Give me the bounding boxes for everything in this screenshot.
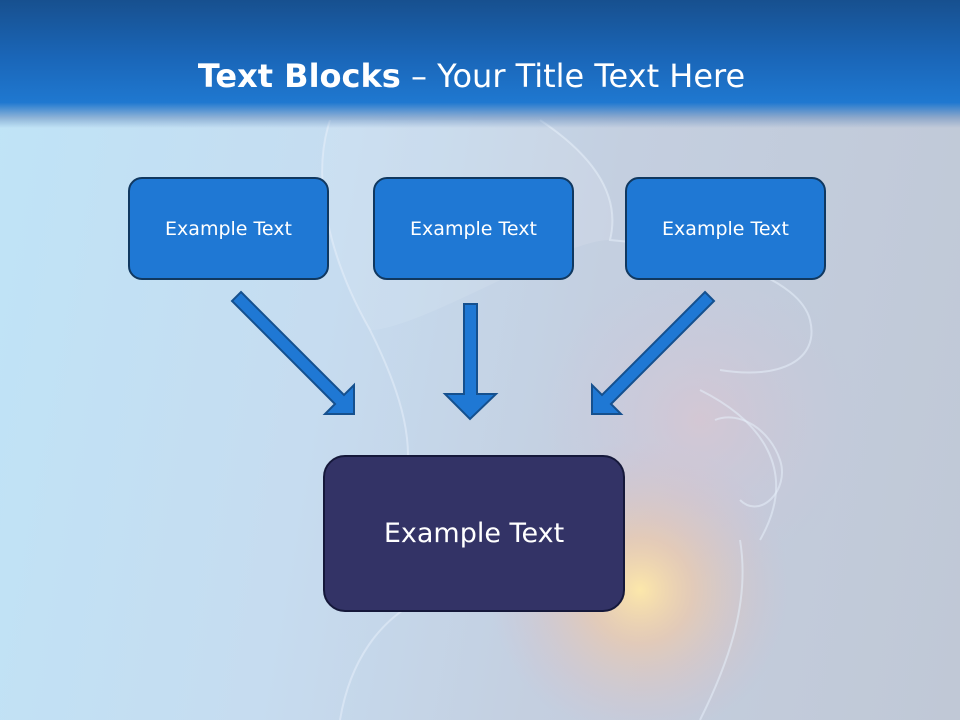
center-block-label: Example Text xyxy=(383,518,565,549)
title-rest-part: – Your Title Text Here xyxy=(400,57,746,95)
text-block-right[interactable]: Example Text xyxy=(625,177,826,280)
center-text-block[interactable]: Example Text xyxy=(323,455,625,612)
slide-title: Text Blocks – Your Title Text Here xyxy=(0,54,943,98)
title-bar xyxy=(0,0,960,128)
text-block-left[interactable]: Example Text xyxy=(128,177,329,280)
title-bold-part: Text Blocks xyxy=(197,57,401,95)
arrow-left-diagonal xyxy=(230,290,355,415)
text-block-label: Example Text xyxy=(410,217,537,240)
arrow-right-diagonal xyxy=(591,290,716,415)
arrow-down xyxy=(442,303,499,421)
text-block-middle[interactable]: Example Text xyxy=(373,177,574,280)
text-block-label: Example Text xyxy=(165,217,292,240)
text-block-label: Example Text xyxy=(662,217,789,240)
